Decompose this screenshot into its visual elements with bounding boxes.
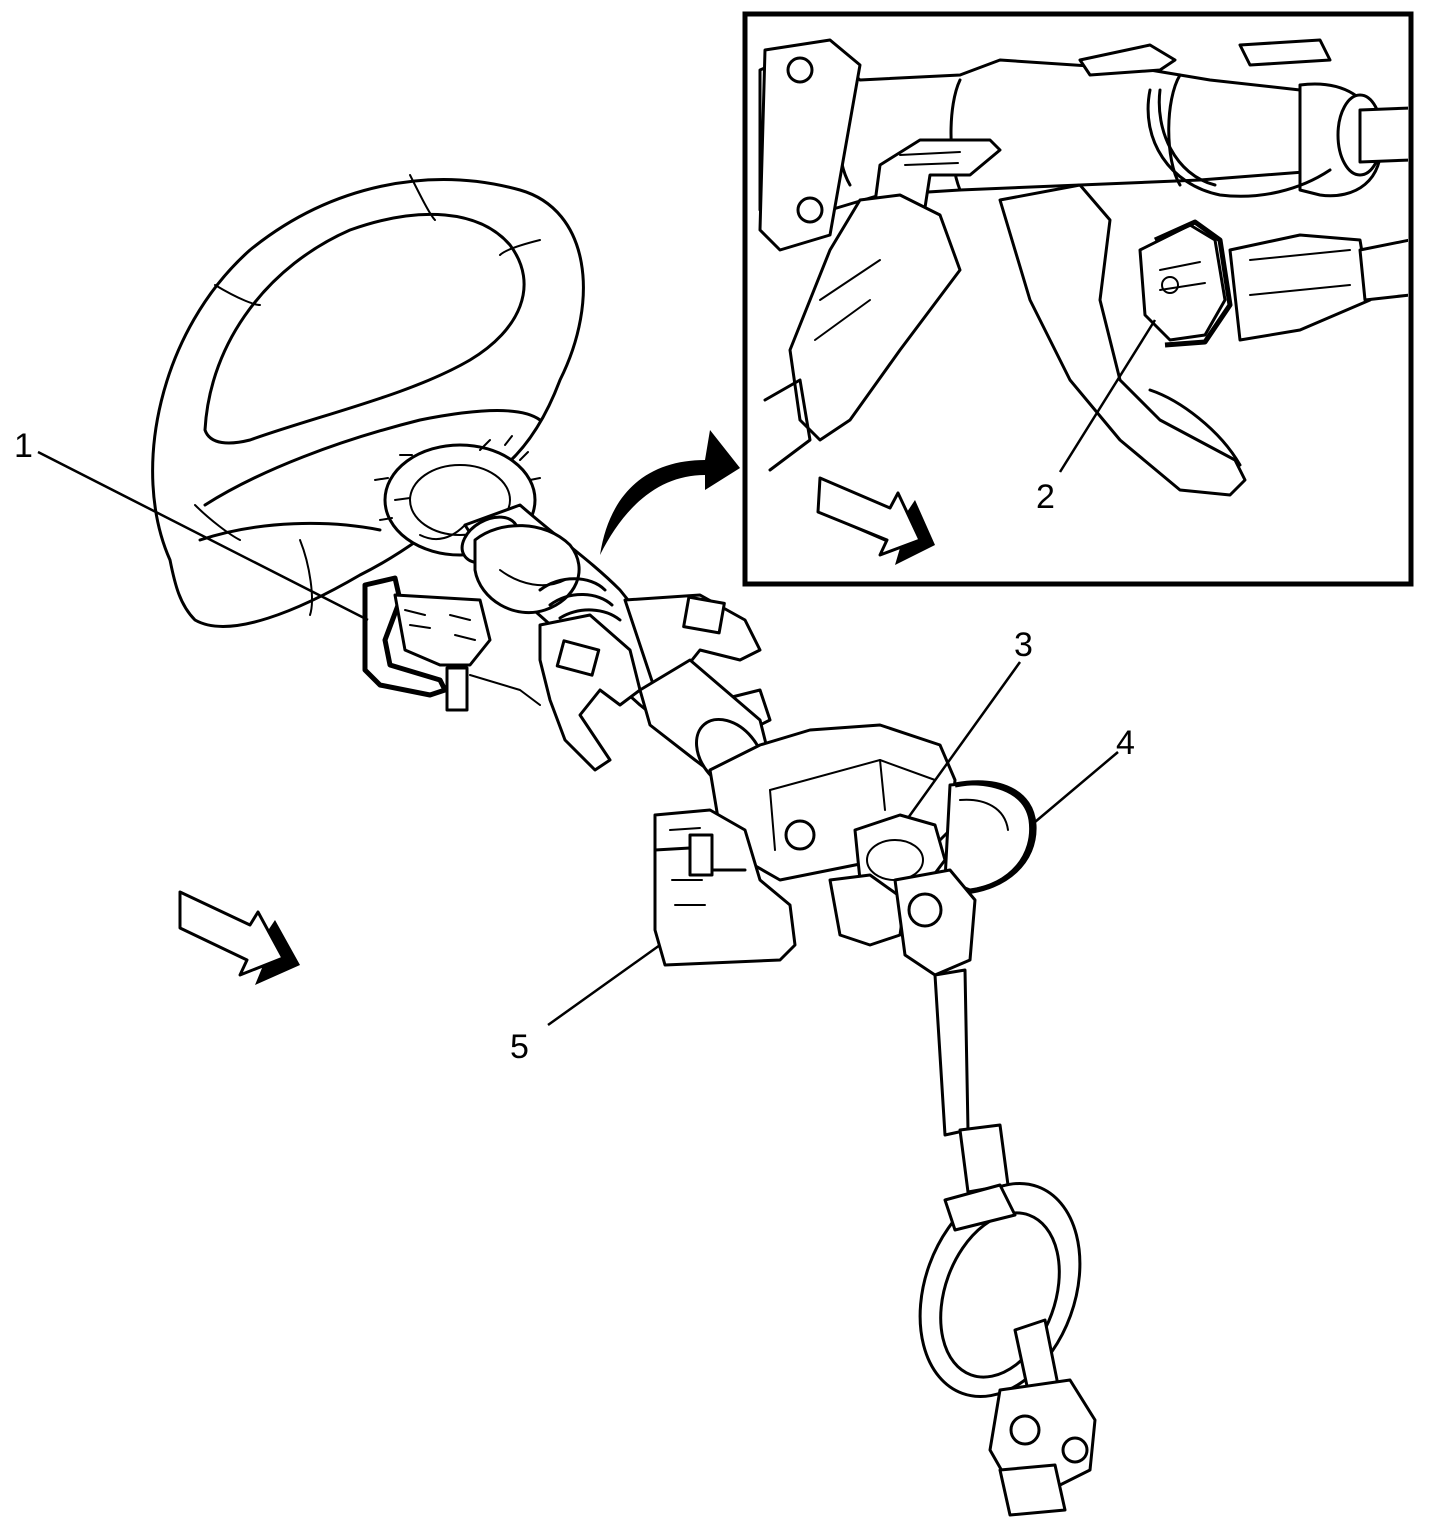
assist-motor <box>943 780 1037 895</box>
callout-3: 3 <box>1014 626 1033 664</box>
leader-line-1 <box>37 450 369 622</box>
callout-labels: 1 2 3 4 5 <box>14 427 1135 1066</box>
upper-steering-column <box>460 503 772 793</box>
callout-1: 1 <box>14 427 33 465</box>
steering-wheel-position-sensor <box>362 575 541 712</box>
leader-lines <box>37 319 1157 1027</box>
power-steering-control-module <box>653 808 797 967</box>
callout-4: 4 <box>1116 724 1135 762</box>
leader-line-4 <box>1034 751 1119 823</box>
callout-2: 2 <box>1036 478 1055 516</box>
steering-angle-sensor <box>1138 219 1233 348</box>
detail-inset <box>742 11 1414 587</box>
leader-line-2 <box>1058 319 1157 473</box>
callout-5: 5 <box>510 1028 529 1066</box>
leader-line-3 <box>906 661 1022 819</box>
view-detail-arrow <box>600 430 740 555</box>
leader-line-5 <box>547 943 661 1027</box>
intermediate-shaft <box>893 868 1097 1517</box>
forward-direction-arrow <box>178 890 300 985</box>
